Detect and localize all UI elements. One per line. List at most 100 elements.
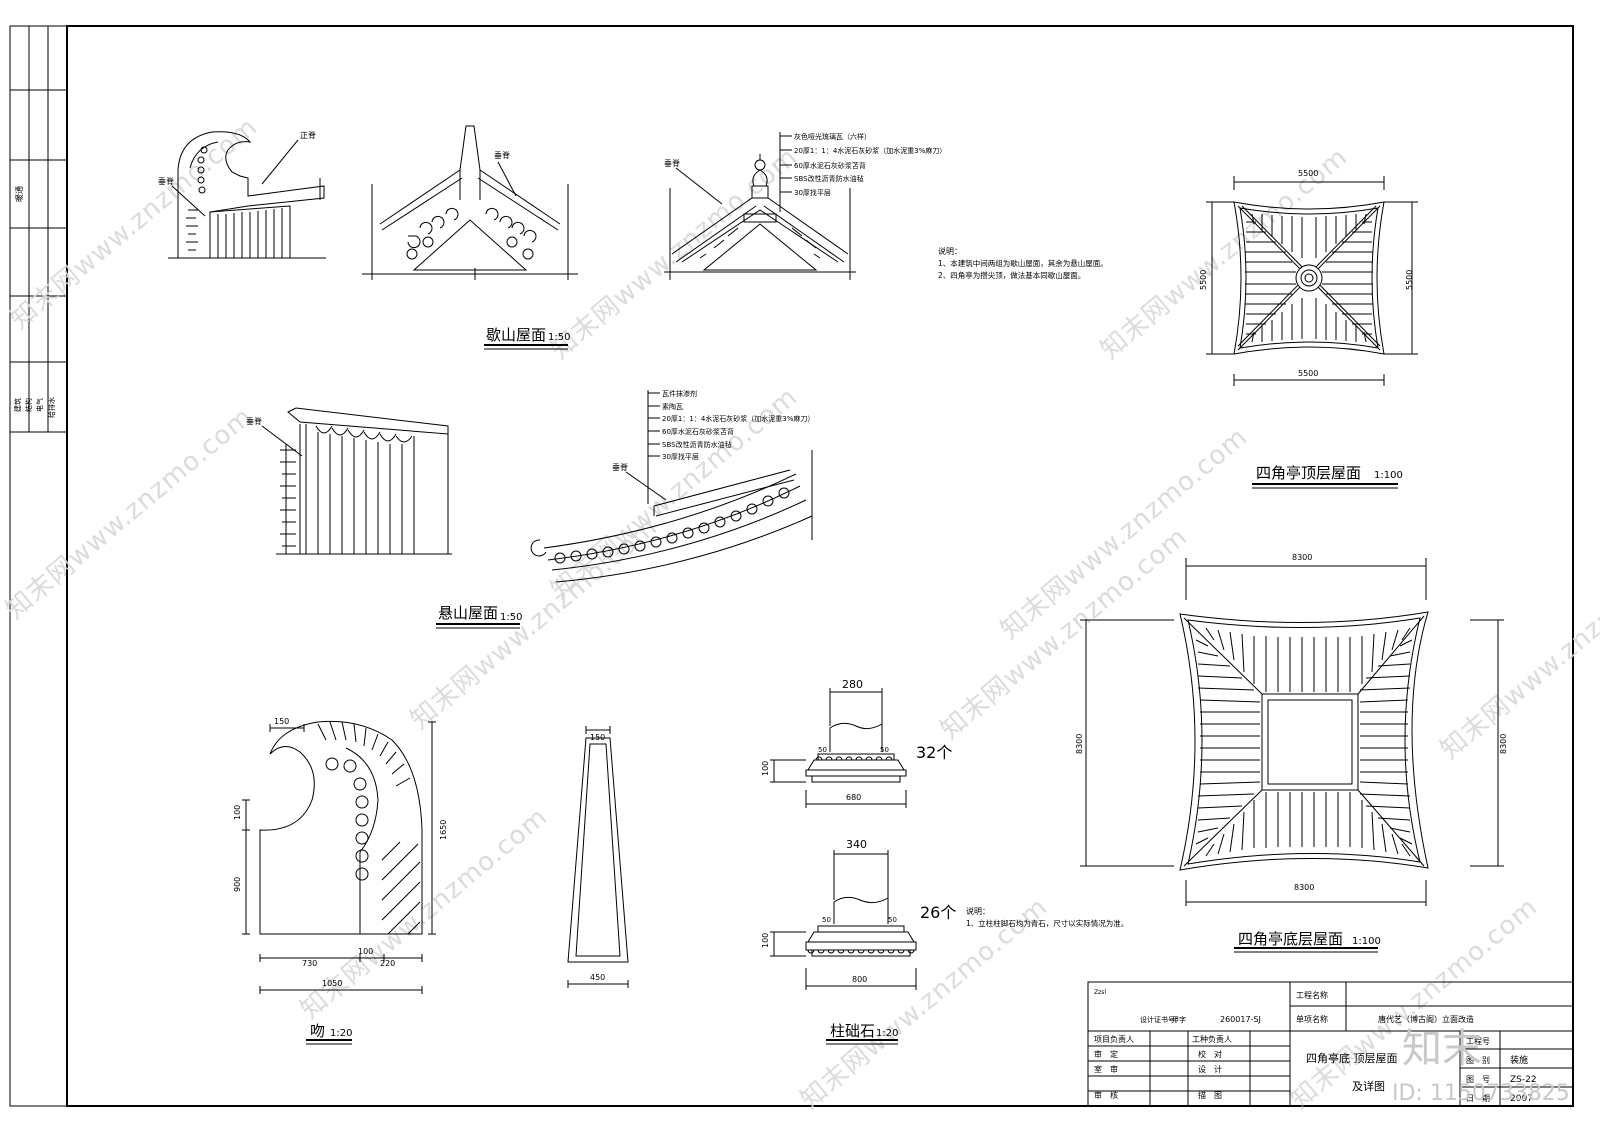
base-b-dim-side-l: 50 [822, 916, 831, 924]
tb-cert-no: 260017-SJ [1220, 1015, 1261, 1024]
wen-dim-left-upper: 100 [233, 805, 242, 820]
notes-bottom-item: 1、立柱柱脚石均为青石，尺寸以实际情况为准。 [966, 918, 1128, 928]
xieshan-layer: 30厚找平层 [794, 188, 831, 197]
tb-role-left: 审 核 [1094, 1090, 1118, 1100]
watermark-text: 知末网www.znzmo.com [5, 112, 263, 336]
tb-meta-label: 工程号 [1466, 1037, 1490, 1046]
bottom-roof-title-scale: 1:100 [1352, 936, 1381, 947]
zhuchushi-title: 柱础石 1:20 [826, 1022, 898, 1045]
base-b-dim-side-r: 50 [888, 916, 897, 924]
xieshan-gable-elevation: 垂脊 [362, 125, 578, 280]
wen-title-text: 吻 [310, 1022, 325, 1040]
base-a-dim-height: 100 [761, 761, 770, 776]
tb-role-left: 室 审 [1094, 1064, 1118, 1074]
top-roof-title: 四角亭顶层屋面 1:100 [1252, 464, 1403, 489]
top-roof-dim-left: 5500 [1199, 270, 1208, 290]
base-a-count: 32个 [916, 743, 952, 762]
tb-role-right: 描 图 [1198, 1090, 1222, 1100]
watermark-text: 知末网www.znzmo.com [0, 402, 258, 626]
base-b-dim-bottom: 800 [852, 975, 867, 984]
ridge-dim-bottom: 450 [590, 973, 605, 982]
bottom-roof-dim-bottom: 8300 [1294, 883, 1314, 892]
watermark-text: 知末网www.znzmo.com [1435, 542, 1600, 766]
bottom-roof-title-text: 四角亭底层屋面 [1238, 930, 1343, 948]
xuanshan-layer: SBS改性沥青防水油毡 [662, 440, 732, 449]
xieshan-title-text: 歇山屋面 [486, 326, 546, 344]
bottom-roof-dim-right: 8300 [1499, 734, 1508, 754]
wen-dim-bottom-a: 730 [302, 959, 317, 968]
xuanshan-title-scale: 1:50 [500, 612, 522, 623]
tb-role-right: 校 对 [1198, 1049, 1222, 1059]
top-roof-title-scale: 1:100 [1374, 470, 1403, 481]
watermark-text: 知末网www.znzmo.com [995, 422, 1253, 646]
top-roof-dim-top: 5500 [1298, 169, 1318, 178]
tb-company: Zzsl [1094, 989, 1106, 996]
label-zhengji: 正脊 [300, 130, 316, 140]
notes-top-item: 1、本建筑中间两组为歇山屋面，其余为悬山屋面。 [938, 258, 1108, 268]
label-chuiji: 垂脊 [158, 176, 174, 186]
title-block: Zzsl 设计证书号： 甲字 260017-SJ 工程名称 单项名称 唐代艺（博… [1087, 981, 1574, 1107]
notes-top: 说明： 1、本建筑中间两组为歇山屋面，其余为悬山屋面。 2、四角亭为攒尖顶，做法… [938, 246, 1108, 280]
watermark-logo: 知末 [1402, 1026, 1482, 1072]
strip-label-arch: 建筑 [13, 398, 22, 412]
ridge-piece-detail: 150 450 [567, 726, 629, 988]
base-b-dim-height: 100 [761, 933, 770, 948]
wen-title: 吻 1:20 [306, 1022, 352, 1045]
xieshan-layer: SBS改性沥青防水油毡 [794, 174, 864, 183]
zhuchushi-title-text: 柱础石 [830, 1022, 875, 1040]
xuanshan-layer: 60厚水泥石灰砂浆苫背 [662, 427, 734, 436]
tb-meta-value: 2007 [1510, 1094, 1533, 1104]
base-a-dim-side-l: 50 [818, 746, 827, 754]
label-chuiji: 垂脊 [494, 150, 510, 160]
xieshan-layer: 20厚1：1：4水泥石灰砂浆（加水泥重3%麻刀） [794, 146, 946, 155]
strip-label-plumb: 给排水 [47, 397, 56, 418]
tb-role-right: 工种负责人 [1192, 1034, 1232, 1044]
tb-item-label: 单项名称 [1296, 1014, 1328, 1024]
tb-meta-label: 图 别 [1466, 1056, 1490, 1065]
bottom-roof-dim-left: 8300 [1075, 734, 1084, 754]
xuanshan-title-text: 悬山屋面 [438, 604, 498, 622]
xieshan-title: 歇山屋面 1:50 [484, 326, 570, 350]
left-strip: 暖通 建筑 结构 电气 给排水 [10, 26, 67, 433]
base-a-dim-top: 280 [842, 678, 863, 691]
strip-label-struct: 结构 [24, 398, 33, 412]
wen-dim-bottom-c: 220 [380, 959, 395, 968]
top-roof-plan: 5500 5500 5500 5500 [1199, 169, 1418, 386]
xuanshan-layer: 20厚1：1：4水泥石灰砂浆（加水泥重3%麻刀） [662, 414, 814, 423]
xuanshan-elevation: 垂脊 [246, 407, 452, 555]
column-base-a: 280 50 50 100 680 32个 [761, 678, 952, 808]
xuanshan-section: 瓦件抹渗剂 素陶瓦 20厚1：1：4水泥石灰砂浆（加水泥重3%麻刀） 60厚水泥… [530, 389, 814, 583]
base-a-dim-bottom: 680 [846, 793, 861, 802]
watermark-overlay: 知末 ID: 1150733825 [1392, 1026, 1570, 1106]
base-a-dim-side-r: 50 [880, 746, 889, 754]
xieshan-layer: 60厚水泥石灰砂浆苫背 [794, 161, 866, 170]
wen-dim-right: 1650 [439, 820, 448, 840]
bottom-roof-dim-top: 8300 [1292, 553, 1312, 562]
notes-top-title: 说明： [938, 246, 962, 256]
tb-role-right: 设 计 [1198, 1064, 1222, 1074]
tb-item-value: 唐代艺（博古阁）立面改造 [1378, 1014, 1474, 1024]
label-chuiji: 垂脊 [612, 462, 628, 472]
xieshan-section: 垂脊 灰色哑光琉璃瓦（六样） 20厚1：1：4水泥石灰砂浆（加水泥重3%麻刀） … [664, 132, 946, 280]
tb-meta-label: 图 号 [1466, 1075, 1490, 1084]
notes-top-item: 2、四角亭为攒尖顶，做法基本同歇山屋面。 [938, 270, 1085, 280]
bottom-roof-plan: 8300 8300 8300 8300 [1075, 553, 1508, 906]
label-chuiji: 垂脊 [246, 416, 262, 426]
base-b-count: 26个 [920, 903, 956, 922]
xuanshan-layer: 30厚找平层 [662, 452, 699, 461]
xieshan-title-scale: 1:50 [548, 332, 570, 343]
zhuchushi-title-scale: 1:20 [876, 1028, 898, 1039]
bottom-roof-title: 四角亭底层屋面 1:100 [1234, 930, 1381, 953]
xuanshan-layer: 素陶瓦 [662, 402, 683, 411]
watermark-text: 知末网www.znzmo.com [295, 802, 553, 1026]
wen-dim-bottom-b: 100 [358, 947, 373, 956]
tb-meta-label: 日 期 [1466, 1094, 1490, 1103]
top-roof-dim-right: 5500 [1405, 270, 1414, 290]
top-roof-dim-bottom: 5500 [1298, 369, 1318, 378]
watermark-text: 知末网www.znzmo.com [545, 142, 803, 366]
tb-drawing-title-2: 及详图 [1352, 1079, 1385, 1093]
strip-label-elec: 电气 [35, 398, 44, 412]
tb-role-left: 审 定 [1094, 1049, 1118, 1059]
notes-bottom: 说明： 1、立柱柱脚石均为青石，尺寸以实际情况为准。 [966, 906, 1128, 928]
